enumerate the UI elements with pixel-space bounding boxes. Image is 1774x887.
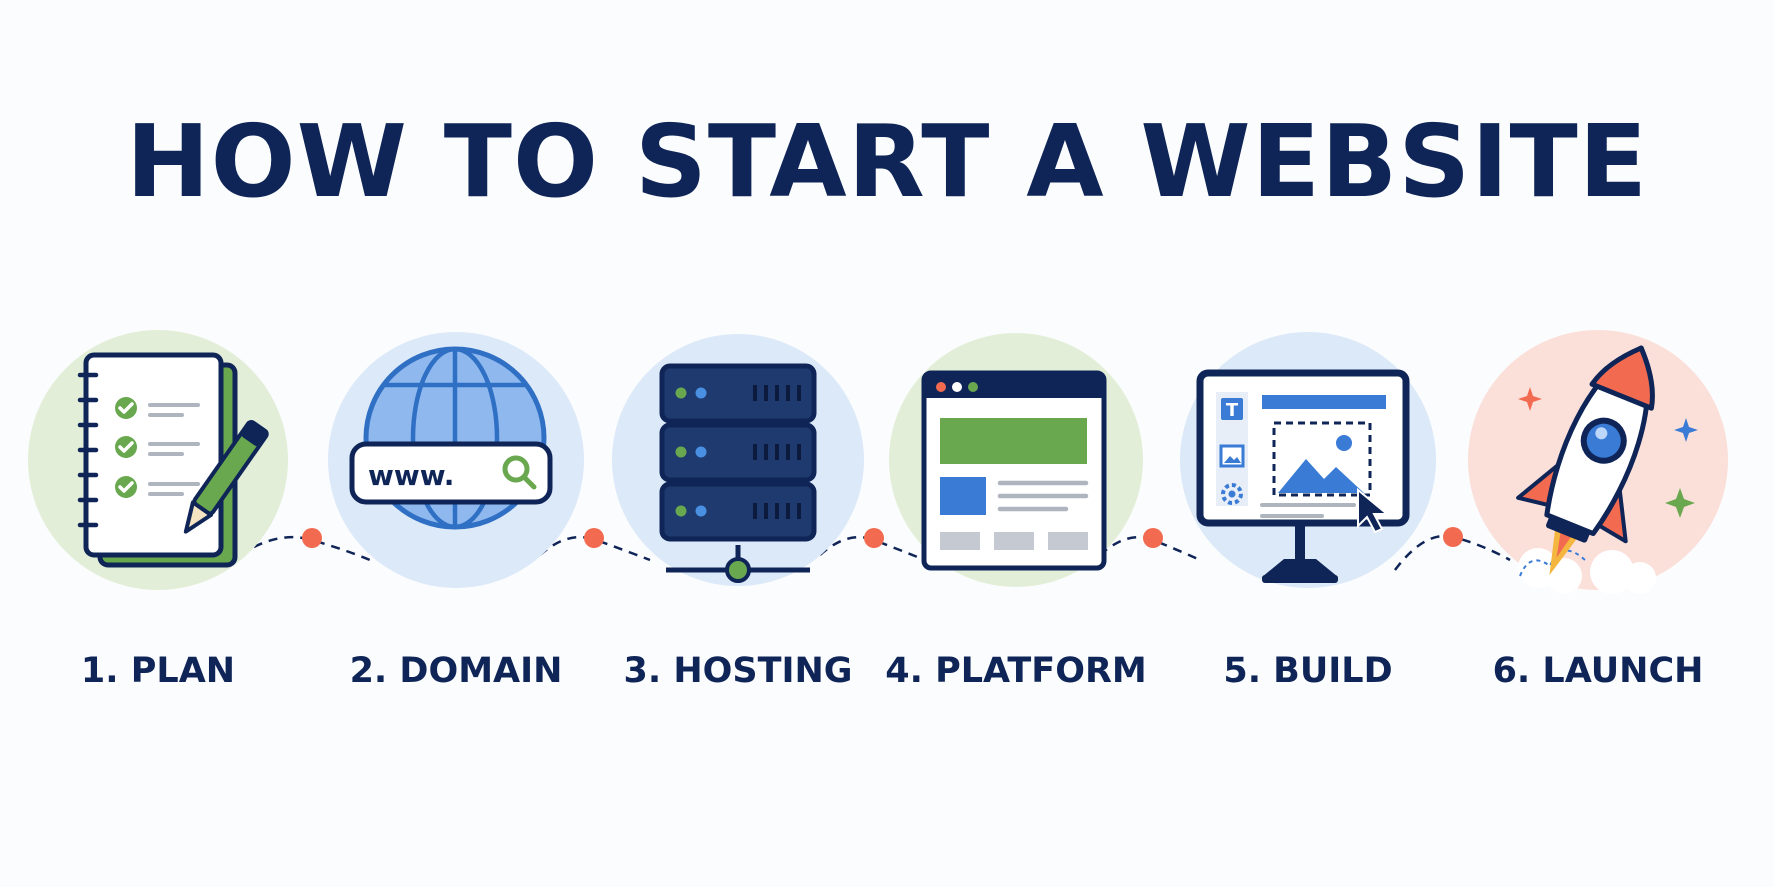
connector-dot-1	[302, 528, 322, 548]
step-platform: 4. PLATFORM	[885, 333, 1147, 691]
connector-dot-3	[864, 528, 884, 548]
step-label-domain: 2. DOMAIN	[350, 651, 563, 691]
step-plan: 1. PLAN	[28, 330, 288, 691]
connector-dot-4	[1143, 528, 1163, 548]
monitor-editor-icon: T	[1196, 369, 1410, 583]
connector-2-3	[539, 535, 651, 562]
connector-1-2	[239, 535, 371, 562]
step-label-plan: 1. PLAN	[81, 651, 235, 691]
domain-bar-text: www.	[368, 459, 454, 492]
sparkle-icons	[1518, 387, 1698, 518]
cloud-puffs	[1518, 548, 1656, 594]
search-icon	[502, 455, 537, 490]
step-label-build: 5. BUILD	[1223, 651, 1392, 691]
step-label-hosting: 3. HOSTING	[623, 651, 852, 691]
step-label-launch: 6. LAUNCH	[1493, 651, 1704, 691]
globe-www-icon: www.	[349, 346, 553, 530]
rocket-icon	[1516, 345, 1655, 576]
connector-3-4	[819, 535, 926, 562]
step-build: T 5. BUILD	[1180, 332, 1436, 691]
step-launch: 6. LAUNCH	[1468, 330, 1728, 691]
step-hosting: 3. HOSTING	[612, 334, 864, 691]
text-tool-icon: T	[1226, 400, 1239, 421]
notebook-checklist-icon	[77, 352, 269, 568]
server-stack-icon	[659, 363, 817, 583]
connector-4-5	[1099, 535, 1201, 562]
step-domain: www. 2. DOMAIN	[328, 332, 584, 691]
connector-dot-5	[1443, 527, 1463, 547]
cursor-icon	[1357, 487, 1390, 534]
page-title: HOW TO START A WEBSITE	[125, 103, 1649, 220]
gear-icon	[1221, 483, 1243, 505]
browser-window-icon	[921, 370, 1107, 571]
image-tool-icon	[1219, 444, 1245, 468]
step-label-platform: 4. PLATFORM	[885, 651, 1146, 691]
connector-dot-2	[584, 528, 604, 548]
